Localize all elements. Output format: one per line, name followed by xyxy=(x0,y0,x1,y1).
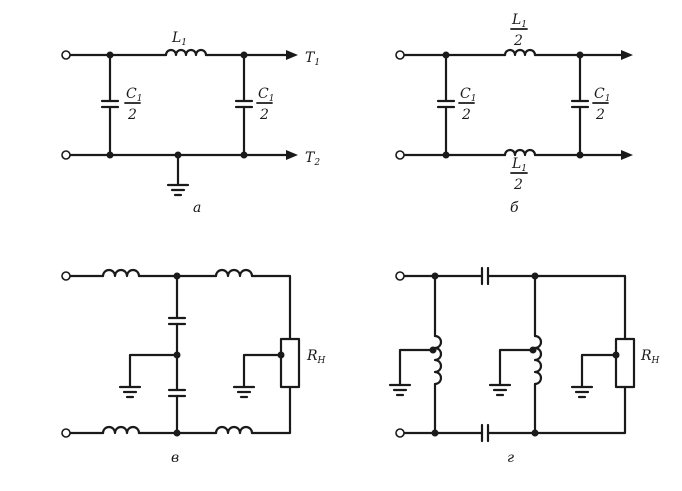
a-junction xyxy=(174,151,182,159)
g-input-terminal-top xyxy=(395,271,405,281)
a-input-terminal-top xyxy=(61,50,71,60)
g-junction xyxy=(529,346,537,354)
v-inductor-bottom-left xyxy=(101,425,141,435)
circuit-g: RН г xyxy=(388,266,660,466)
b-label-cap-right-den: 2 xyxy=(595,107,605,123)
a-input-terminal-bottom xyxy=(61,150,71,160)
circuit-v: RН в xyxy=(61,268,326,466)
b-input-terminal-top xyxy=(395,50,405,60)
v-inductor-top-left xyxy=(101,268,141,278)
v-input-terminal-top xyxy=(61,271,71,281)
v-ground-icon xyxy=(118,385,142,399)
v-junction xyxy=(173,272,181,280)
g-shunt-inductor-2 xyxy=(533,334,543,386)
b-input-terminal-bottom xyxy=(395,150,405,160)
a-output-arrow-top xyxy=(286,50,298,60)
g-junction xyxy=(612,351,620,359)
g-ground-wire-1 xyxy=(398,348,435,387)
b-label-cap-left-num: C1 xyxy=(460,86,476,104)
v-junction xyxy=(173,351,181,359)
a-junction xyxy=(240,151,248,159)
b-output-arrow-top xyxy=(621,50,633,60)
circuit-a: L1 C1 2 C1 2 T1 T2 а xyxy=(61,30,320,216)
b-junction xyxy=(576,51,584,59)
a-inductor-l1 xyxy=(164,48,208,57)
b-label-inductor-bottom-den: 2 xyxy=(513,177,523,193)
a-label-output-top: T1 xyxy=(305,50,320,68)
a-output-arrow-bottom xyxy=(286,150,298,160)
g-label-load: RН xyxy=(640,348,660,366)
g-load-resistor xyxy=(614,337,636,389)
a-junction xyxy=(106,51,114,59)
b-label-inductor-bottom-num: L1 xyxy=(511,156,527,174)
b-junction xyxy=(442,151,450,159)
v-junction xyxy=(173,429,181,437)
b-label-cap-right-num: C1 xyxy=(594,86,610,104)
b-inductor-top xyxy=(503,48,537,57)
g-junction xyxy=(531,429,539,437)
b-label-inductor-top-den: 2 xyxy=(513,33,523,49)
a-ground-icon xyxy=(166,183,190,197)
g-ground-icon xyxy=(388,383,412,397)
v-ground-icon xyxy=(232,385,256,399)
v-top-wire-3 xyxy=(250,274,292,341)
v-junction xyxy=(277,351,285,359)
g-ground-wire-2 xyxy=(498,348,535,387)
b-junction xyxy=(442,51,450,59)
g-input-terminal-bottom xyxy=(395,428,405,438)
b-junction xyxy=(576,151,584,159)
circuit-b: L1 2 L1 2 C1 2 C1 2 б xyxy=(395,12,633,216)
v-bottom-wire-3 xyxy=(250,385,292,435)
g-top-wire-2 xyxy=(486,274,627,341)
v-input-terminal-bottom xyxy=(61,428,71,438)
g-ground-wire-load xyxy=(580,353,618,389)
v-inductor-bottom-right xyxy=(214,425,254,435)
g-junction xyxy=(429,346,437,354)
v-load-resistor xyxy=(279,337,301,389)
g-ground-icon xyxy=(488,383,512,397)
a-label-l1: L1 xyxy=(171,30,187,48)
a-label-cap-left-den: 2 xyxy=(127,107,137,123)
g-bottom-wire-2 xyxy=(486,385,627,435)
a-label-cap-left-num: C1 xyxy=(126,86,142,104)
v-ground-wire-mid xyxy=(128,353,179,389)
g-caption: г xyxy=(507,450,514,466)
v-caption: в xyxy=(171,450,179,466)
g-ground-icon xyxy=(570,385,594,399)
v-inductor-top-right xyxy=(214,268,254,278)
g-shunt-inductor-1 xyxy=(433,334,443,386)
b-caption: б xyxy=(510,200,519,216)
g-junction xyxy=(431,272,439,280)
v-label-load: RН xyxy=(306,348,326,366)
a-label-cap-right-den: 2 xyxy=(259,107,269,123)
b-inductor-bottom xyxy=(503,148,537,157)
v-ground-wire-load xyxy=(242,353,283,389)
g-junction xyxy=(531,272,539,280)
b-output-arrow-bottom xyxy=(621,150,633,160)
a-junction xyxy=(240,51,248,59)
a-label-output-bottom: T2 xyxy=(305,150,320,168)
a-label-cap-right-num: C1 xyxy=(258,86,274,104)
g-junction xyxy=(431,429,439,437)
b-label-inductor-top-num: L1 xyxy=(511,12,527,30)
a-junction xyxy=(106,151,114,159)
a-caption: а xyxy=(193,200,201,216)
b-label-cap-left-den: 2 xyxy=(461,107,471,123)
